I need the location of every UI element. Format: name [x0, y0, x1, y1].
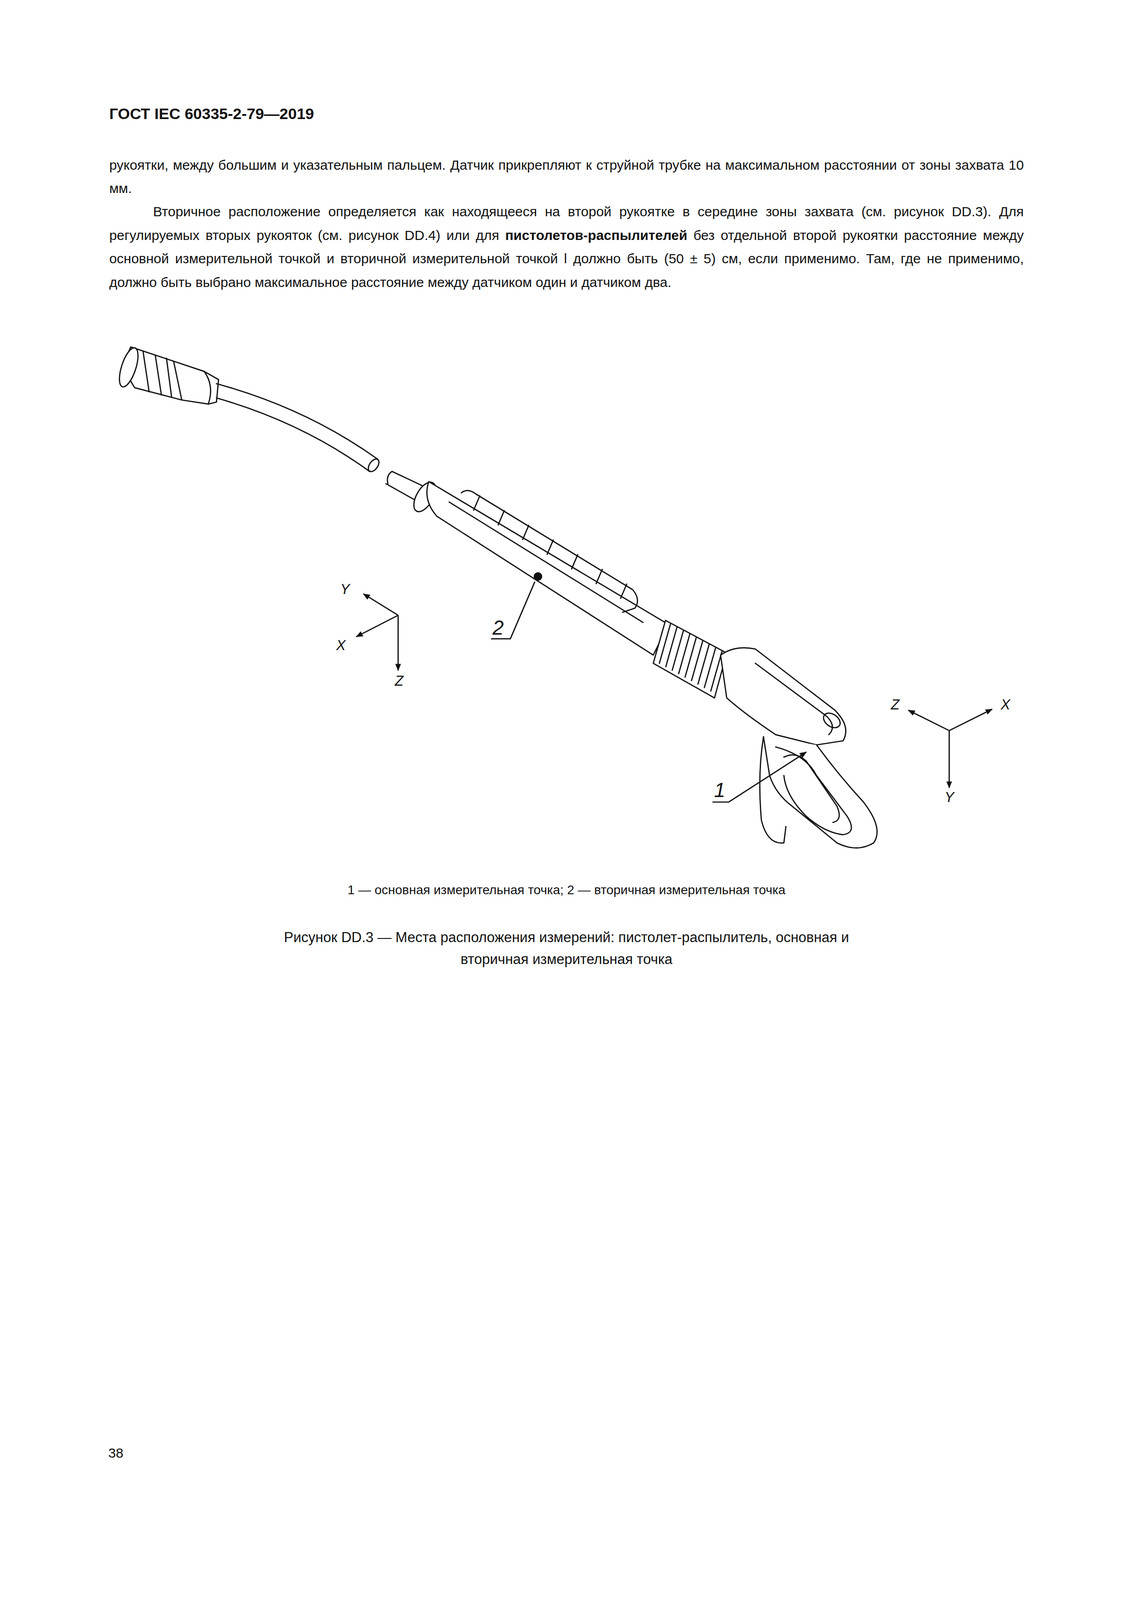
nozzle: [115, 345, 219, 405]
axis-triad: [908, 709, 992, 788]
axis-label: Y: [944, 790, 955, 805]
callout-number: 1: [714, 780, 726, 801]
grip-rib: [547, 540, 553, 555]
grip-rib: [473, 495, 480, 511]
measurement-dot: [533, 572, 543, 581]
grip-rib: [522, 525, 529, 540]
grip-rib: [620, 584, 627, 599]
knurled-nut: [653, 620, 727, 699]
second-handle: [427, 481, 669, 656]
lance-tube: [216, 383, 427, 502]
axis-label: X: [1000, 697, 1011, 712]
grip-rib: [595, 569, 602, 584]
text-run: пистолетов-распылителей: [505, 227, 688, 243]
figure-key: 1 — основная измерительная точка; 2 — вт…: [107, 882, 1026, 898]
callout-number: 2: [492, 617, 504, 638]
page-number: 38: [108, 1445, 124, 1461]
leader-arrow: [712, 751, 807, 803]
grip-rib: [498, 510, 505, 525]
leader-line: [490, 581, 535, 639]
grip-rib: [571, 554, 578, 569]
body-paragraph: Вторичное расположение определяется как …: [109, 199, 1024, 294]
axis-label: Y: [340, 581, 350, 596]
body-paragraph: рукоятки, между большим и указательным п…: [109, 153, 1024, 201]
gun-body: [720, 647, 877, 849]
running-header: ГОСТ IEC 60335-2-79—2019: [109, 104, 314, 123]
axis-triad: [356, 594, 399, 671]
figure-caption: Рисунок DD.3 — Места расположения измере…: [256, 926, 877, 971]
axis-label: X: [336, 637, 346, 653]
axis-label: Z: [891, 697, 900, 712]
axis-label: Z: [394, 673, 404, 689]
